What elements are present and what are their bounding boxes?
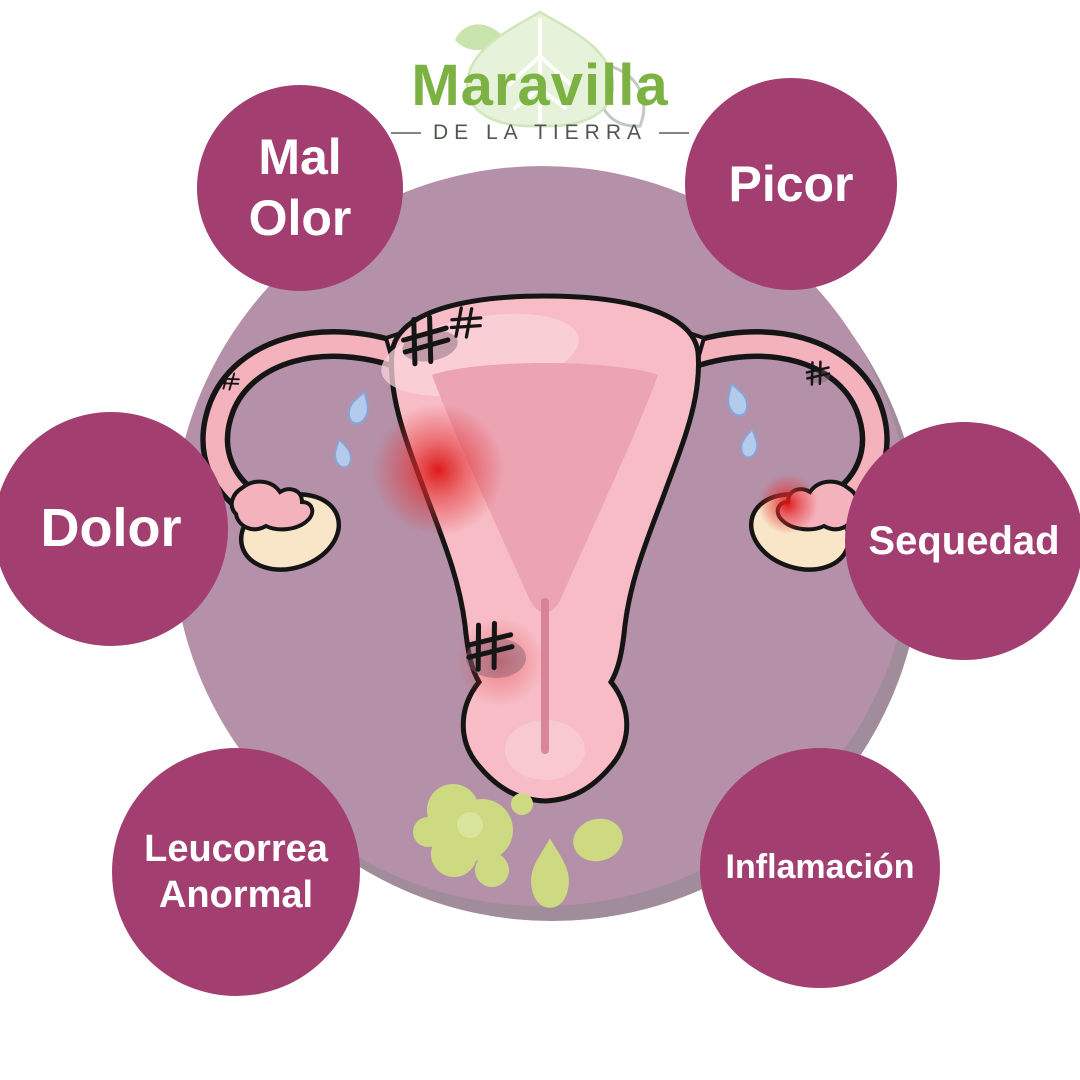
symptom-badge-leucorrea-anormal: Leucorrea Anormal xyxy=(112,748,360,996)
fallopian-tube-left xyxy=(200,329,423,523)
symptom-label: Dolor xyxy=(40,498,182,559)
uterine-cavity xyxy=(432,363,658,613)
brand-tagline: DE LA TIERRA xyxy=(433,121,647,144)
symptom-label: Mal xyxy=(258,129,342,185)
leaf-icon xyxy=(455,10,646,128)
symptom-badge-dolor: Dolor xyxy=(0,412,228,646)
symptom-label: Picor xyxy=(728,155,854,212)
symptom-label: Leucorrea xyxy=(144,827,328,870)
symptom-badge-sequedad: Sequedad xyxy=(845,422,1080,660)
tagline-rule-right xyxy=(659,132,689,134)
symptom-badge-inflamacion: Inflamación xyxy=(700,748,940,988)
inflammation-spot-ovary xyxy=(758,474,818,534)
symptom-badge-mal-olor: Mal Olor xyxy=(197,85,403,291)
symptom-label: Anormal xyxy=(158,874,314,916)
discharge-blobs xyxy=(413,784,623,908)
inflammation-spot-main xyxy=(372,404,504,536)
brand-tagline-row: DE LA TIERRA xyxy=(0,121,1080,145)
symptom-label: Olor xyxy=(248,190,352,246)
symptom-badge-picor: Picor xyxy=(685,78,897,290)
fimbriae-left xyxy=(229,479,315,532)
brand-name: Maravilla xyxy=(411,53,669,118)
tagline-rule-left xyxy=(391,132,421,134)
brand-logo: Maravilla DE LA TIERRA xyxy=(0,6,1080,171)
uterus-illustration xyxy=(200,293,890,908)
symptom-label: Sequedad xyxy=(868,518,1060,563)
symptom-label: Inflamación xyxy=(725,848,915,887)
